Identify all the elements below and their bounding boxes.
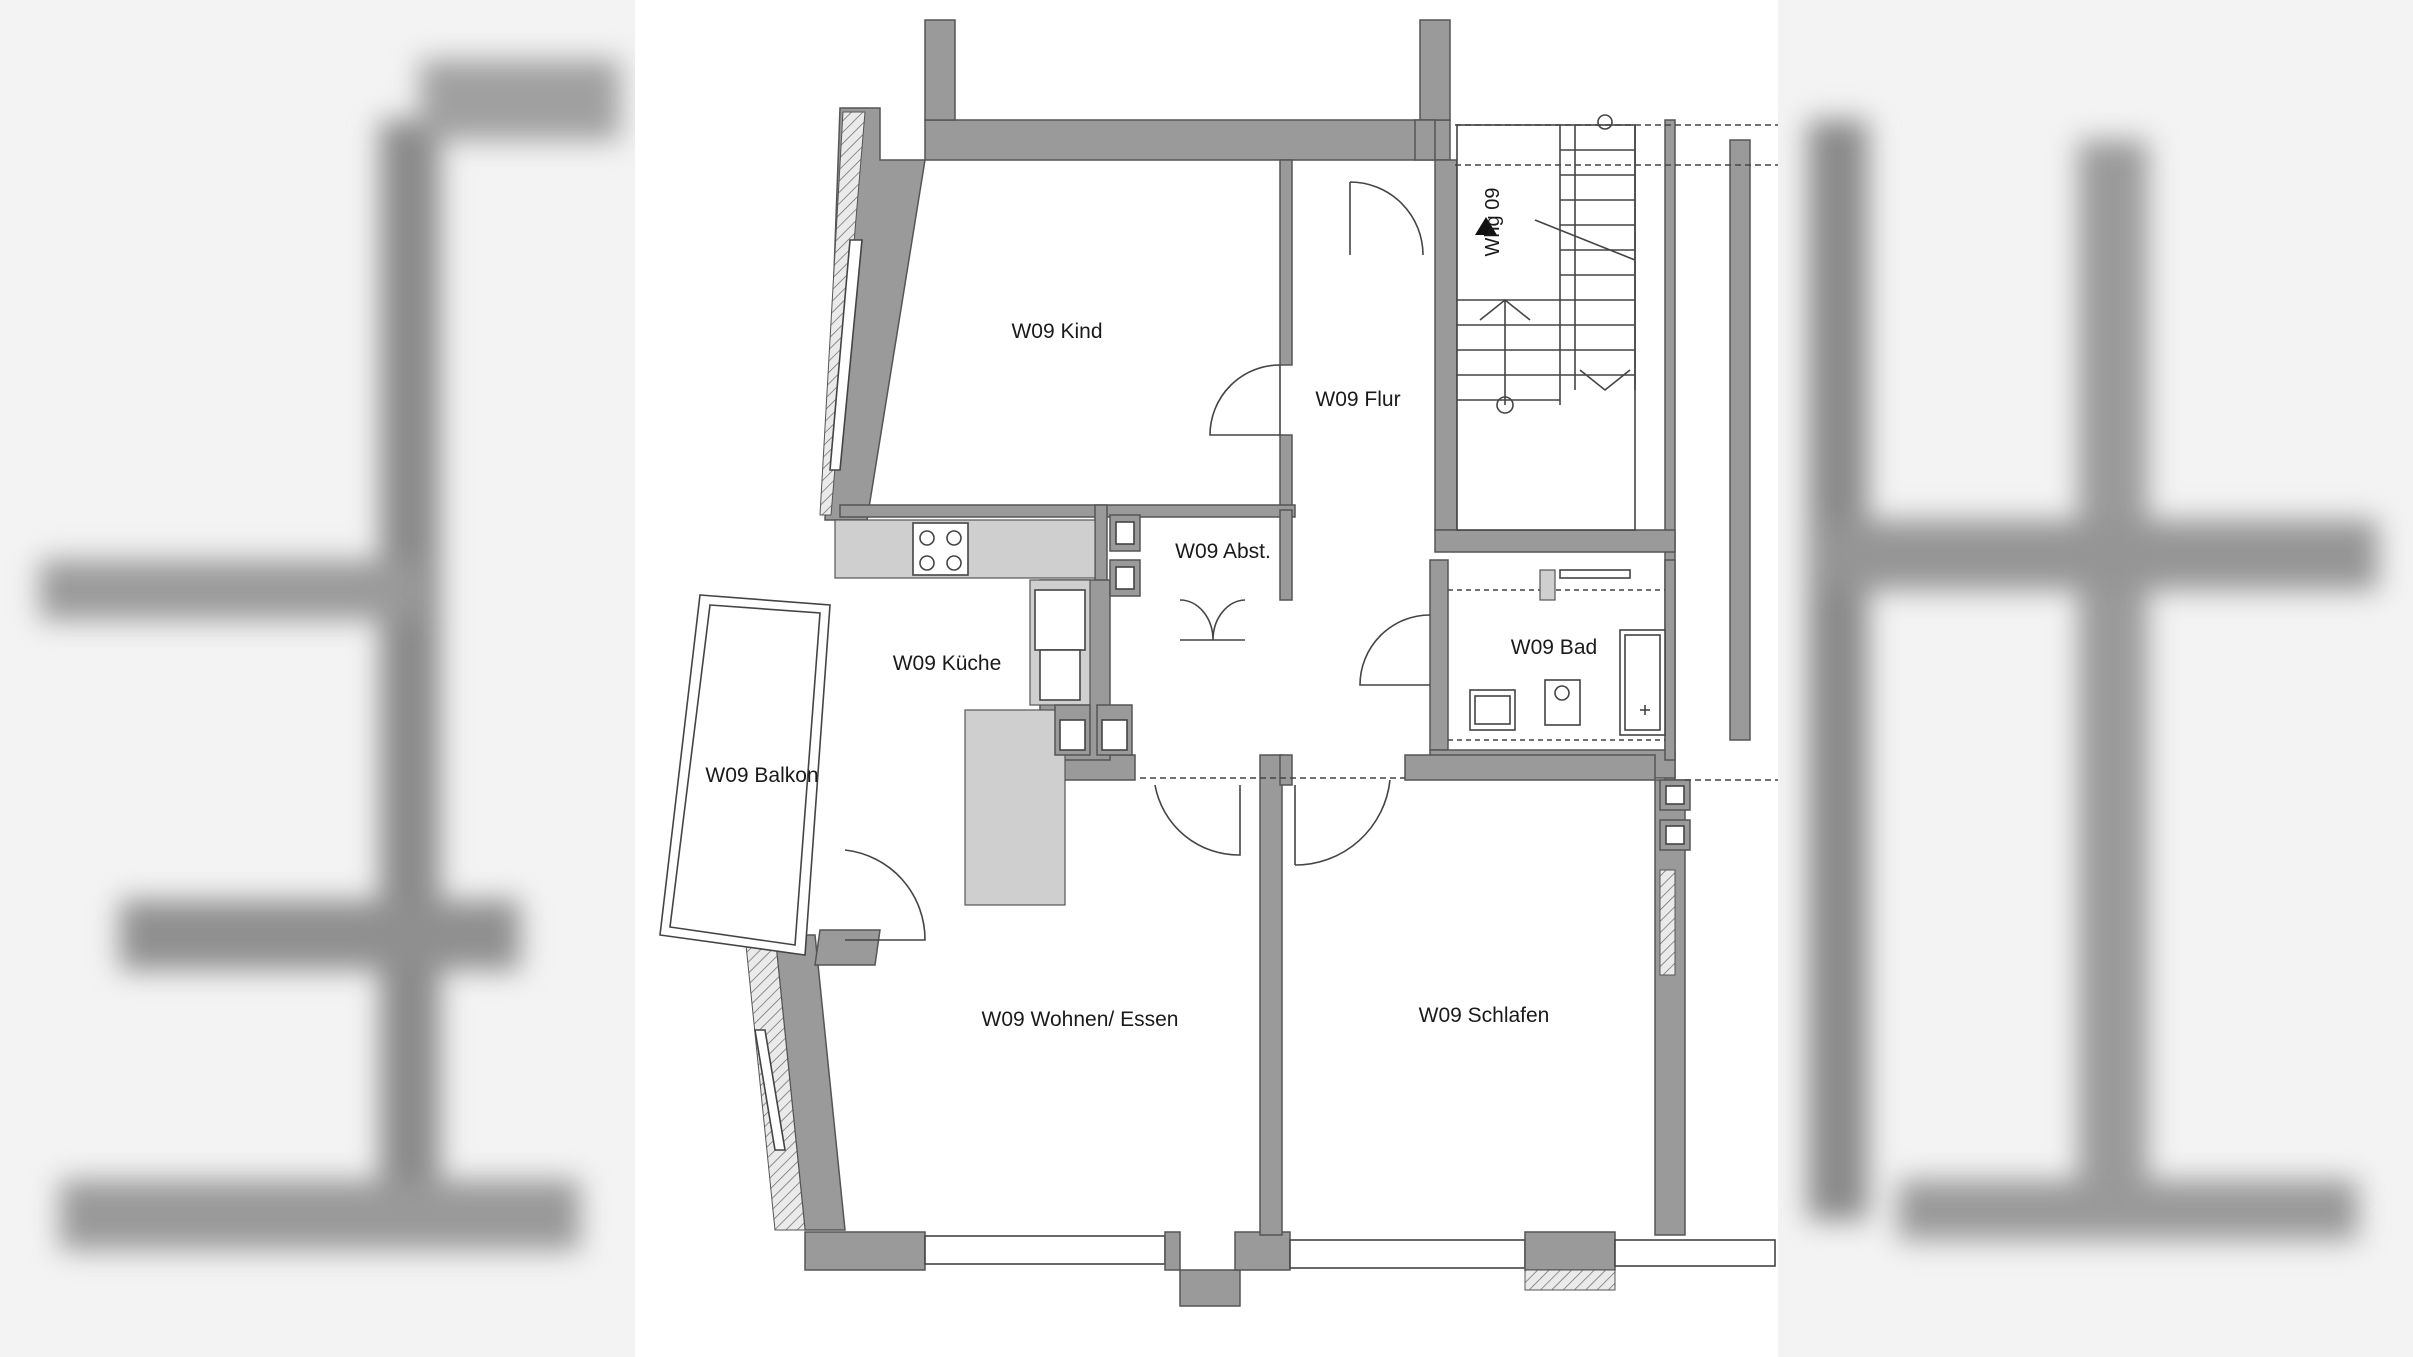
kitchen-island — [964, 709, 1066, 906]
blurred-background-right — [1778, 0, 2413, 1357]
blurred-background-left — [0, 0, 635, 1357]
room-label-abst: W09 Abst. — [1175, 540, 1271, 563]
room-label-balkon: W09 Balkon — [705, 764, 818, 787]
apartment-marker-triangle — [1475, 217, 1497, 235]
wall-bottom-step — [1179, 1269, 1241, 1307]
door-kind — [1209, 364, 1281, 436]
room-label-wohnen: W09 Wohnen/ Essen — [982, 1008, 1179, 1031]
wall-wohnen-schlafen — [1259, 754, 1283, 1236]
apartment-marker-label: Whg 09 — [1482, 188, 1504, 257]
wall-stair-bottom — [1434, 529, 1676, 553]
door-balkon — [844, 849, 926, 941]
wall-top-left-pier — [924, 19, 956, 121]
sink — [1034, 589, 1086, 651]
room-label-flur: W09 Flur — [1315, 388, 1400, 411]
wall-right — [1654, 779, 1686, 1236]
window-wohnen-left — [754, 1029, 786, 1151]
door-flur-entry — [1349, 181, 1424, 256]
wall-bottom-left — [804, 1231, 926, 1271]
staircase — [1456, 124, 1636, 531]
wall-kind-kueche — [839, 504, 1296, 518]
wall-top — [924, 119, 1451, 161]
room-label-schlafen: W09 Schlafen — [1419, 1004, 1550, 1027]
wall-flur-stair — [1434, 159, 1458, 531]
wall-top-right-pier — [1419, 19, 1451, 121]
stove — [912, 522, 969, 576]
floor-plan-drawing: W09 Kind W09 Flur W09 Abst. W09 Küche W0… — [659, 19, 1778, 1307]
door-bad — [1359, 614, 1431, 686]
wall-kind-flur — [1279, 159, 1293, 366]
window-schlafen-bottom — [1289, 1239, 1526, 1269]
room-label-bad: W09 Bad — [1511, 636, 1597, 659]
door-abst — [1179, 599, 1246, 641]
balcony-outline — [659, 594, 831, 956]
toilet — [1544, 679, 1581, 726]
room-label-kueche: W09 Küche — [893, 652, 1002, 675]
room-label-kind: W09 Kind — [1011, 320, 1102, 343]
window-kind — [829, 239, 863, 471]
window-wohnen-bottom — [924, 1235, 1166, 1265]
wall-bad-left — [1429, 559, 1449, 751]
door-schlafen — [1294, 779, 1391, 866]
floor-plan: W09 Kind W09 Flur W09 Abst. W09 Küche W0… — [635, 0, 1778, 1357]
wall-balcony — [814, 929, 881, 966]
stair-treads — [1457, 114, 1636, 414]
wall-bottom-mid — [1164, 1231, 1181, 1271]
bathtub — [1619, 629, 1666, 736]
door-wohnen — [1154, 784, 1241, 856]
